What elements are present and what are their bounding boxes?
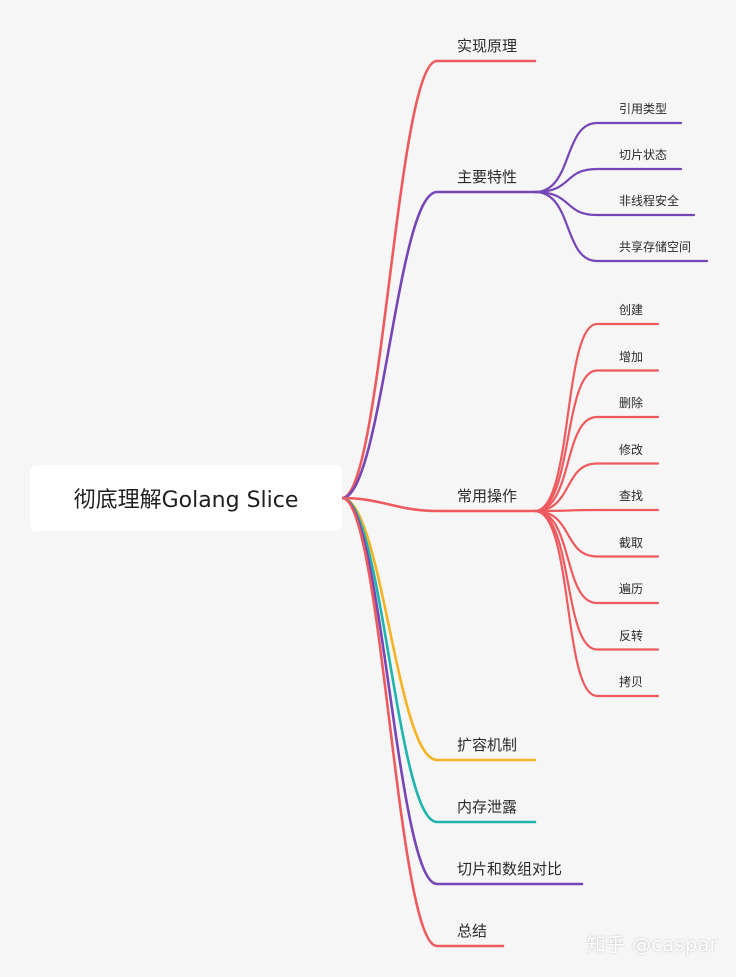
branch-label-3[interactable]: 扩容机制 [457,736,518,754]
edge-leaf-2-7 [533,509,660,651]
branch-label-4[interactable]: 内存泄露 [457,798,518,816]
leaf-label-2-0[interactable]: 创建 [619,303,644,317]
leaf-label-1-1[interactable]: 切片状态 [619,148,668,162]
leaf-label-1-2[interactable]: 非线程安全 [619,194,680,208]
branch-label-2[interactable]: 常用操作 [457,487,518,505]
edge-leaf-2-2 [533,415,660,513]
leaf-label-2-6[interactable]: 遍历 [619,582,644,596]
branch-label-0[interactable]: 实现原理 [457,37,518,55]
edge-branch-0 [340,59,537,500]
edge-branch-2 [340,496,537,513]
edge-leaf-1-2 [533,190,696,217]
edge-leaf-2-6 [533,509,660,605]
edge-leaf-2-4 [533,508,660,513]
edge-leaf-1-3 [533,190,709,263]
edge-leaf-1-1 [533,167,683,194]
edge-branch-6 [340,496,505,948]
leaf-label-2-3[interactable]: 修改 [619,442,644,457]
leaf-label-2-8[interactable]: 拷贝 [619,675,644,689]
branch-label-5[interactable]: 切片和数组对比 [457,860,563,878]
edge-branch-1 [340,190,537,500]
leaf-label-1-0[interactable]: 引用类型 [619,102,668,116]
edge-branch-5 [340,496,584,886]
edge-branch-4 [340,496,537,824]
edge-leaf-2-1 [533,369,660,513]
edge-leaf-2-3 [533,462,660,513]
branch-label-1[interactable]: 主要特性 [457,168,518,186]
watermark: 知乎 @caspar [586,934,718,956]
leaf-label-2-7[interactable]: 反转 [619,628,644,643]
leaf-label-2-1[interactable]: 增加 [619,349,644,364]
branch-label-6[interactable]: 总结 [457,922,488,940]
root-title: 彻底理解Golang Slice [73,488,299,513]
root-node[interactable]: 彻底理解Golang Slice [30,465,342,531]
edge-leaf-2-5 [533,509,660,558]
edge-leaf-2-0 [533,322,660,513]
edge-leaf-2-8 [533,509,660,698]
leaf-label-1-3[interactable]: 共享存储空间 [619,240,692,254]
leaf-label-2-4[interactable]: 查找 [619,489,644,503]
leaf-label-2-2[interactable]: 删除 [619,396,644,410]
edge-branch-3 [340,496,537,762]
leaf-label-2-5[interactable]: 截取 [619,535,644,550]
edge-leaf-1-0 [533,121,683,194]
